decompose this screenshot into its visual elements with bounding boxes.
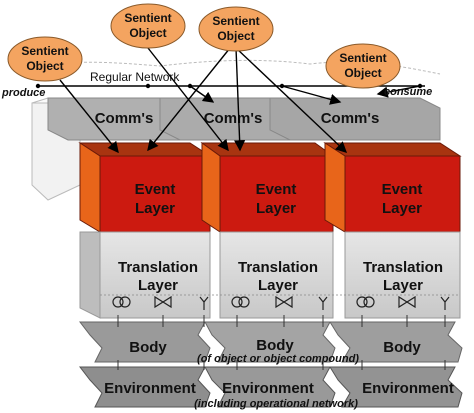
comms-label-3: Comm's bbox=[321, 110, 380, 127]
body-note: (of object or object compound) bbox=[197, 353, 359, 365]
body-layer: Body Body Body (of object or object comp… bbox=[78, 321, 463, 365]
environment-layer: Environment Environment Environment (inc… bbox=[78, 366, 463, 410]
sensor-circles-icon bbox=[231, 296, 250, 308]
environment-block-3 bbox=[329, 366, 463, 408]
produce-label: produce bbox=[1, 87, 45, 99]
environment-block-2 bbox=[204, 366, 336, 408]
comms-label-1: Comm's bbox=[95, 110, 154, 127]
regular-network-label: Regular Network bbox=[90, 70, 180, 84]
consume-label: consume bbox=[384, 86, 432, 98]
body-label-2: Body bbox=[256, 337, 294, 354]
comms-label-2: Comm's bbox=[204, 110, 263, 127]
body-block-3 bbox=[329, 321, 463, 363]
flow-arrows bbox=[59, 47, 421, 154]
antenna-icon bbox=[199, 296, 209, 310]
actuator-bowtie-icon bbox=[275, 295, 293, 309]
environment-note: (including operational network) bbox=[194, 398, 358, 410]
comms-block-3 bbox=[269, 97, 441, 141]
vertical-connectors bbox=[117, 315, 446, 370]
sensor-circles-icon bbox=[356, 296, 375, 308]
actuator-bowtie-icon bbox=[154, 295, 172, 309]
body-label-3: Body bbox=[383, 339, 421, 356]
actuator-bowtie-icon bbox=[398, 295, 416, 309]
environment-label-2: Environment bbox=[222, 380, 314, 397]
body-block-1 bbox=[78, 321, 211, 363]
environment-block-1 bbox=[78, 366, 211, 408]
sensor-circles-icon bbox=[112, 296, 131, 308]
antenna-icon bbox=[318, 296, 328, 310]
body-block-2 bbox=[204, 321, 336, 363]
environment-label-3: Environment bbox=[362, 380, 454, 397]
antenna-icon bbox=[440, 296, 450, 310]
comms-layer: Comm's Comm's Comm's bbox=[47, 97, 441, 141]
body-label-1: Body bbox=[129, 339, 167, 356]
environment-label-1: Environment bbox=[104, 380, 196, 397]
